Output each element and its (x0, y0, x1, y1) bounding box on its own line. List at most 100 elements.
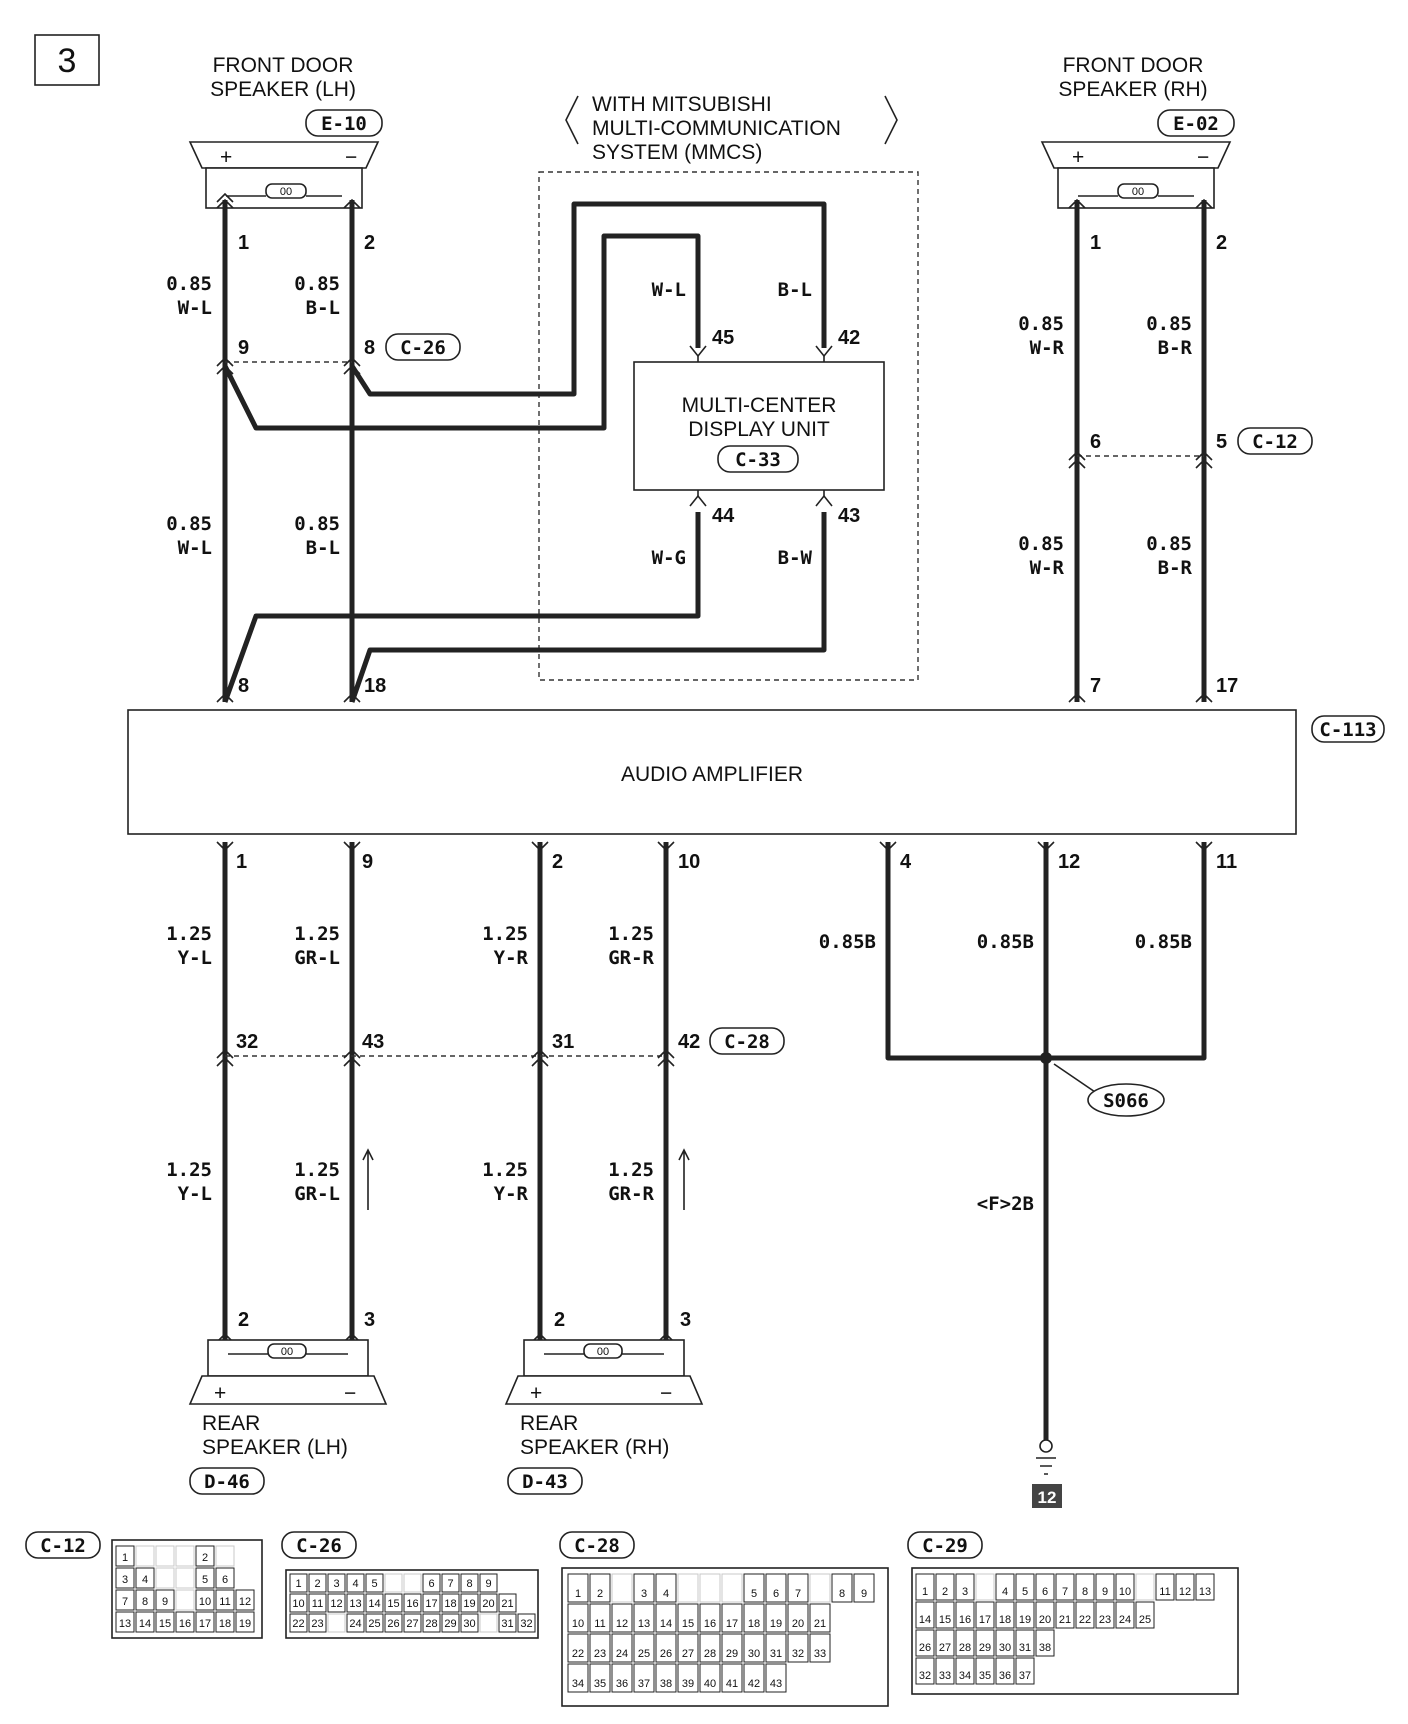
view-c29-pin-number: 22 (1079, 1614, 1091, 1626)
view-c29-pin-number: 25 (1139, 1614, 1151, 1626)
front-rh-plus: + (1072, 146, 1084, 169)
view-c28-cavity (809, 1603, 831, 1633)
view-c29-cavity (915, 1573, 935, 1601)
view-c26-cavity (308, 1573, 327, 1593)
view-c29-cavity (955, 1601, 975, 1629)
view-c12-cavity (215, 1589, 235, 1611)
amp-pin-7: 7 (1090, 675, 1101, 697)
mcd-pin-45: 45 (712, 327, 734, 349)
front-lh-speaker-body (205, 167, 363, 209)
view-c26-pin-number: 9 (485, 1578, 491, 1590)
view-c28-pin-number: 40 (704, 1678, 716, 1690)
view-c28-cavity (633, 1573, 655, 1603)
view-c28-cavity (743, 1633, 765, 1663)
view-c26-cavity (441, 1613, 460, 1633)
view-c28-cavity (721, 1573, 743, 1603)
view-c26-pin-number: 15 (387, 1598, 399, 1610)
view-c26-pin-number: 31 (501, 1618, 513, 1630)
rear-grr-color: GR-R (608, 947, 654, 969)
view-c26-cavity (403, 1573, 422, 1593)
view-c26-cavity (327, 1613, 346, 1633)
view-c12-cavity (215, 1611, 235, 1633)
rear-lh-title-2: SPEAKER (LH) (202, 1436, 348, 1459)
view-c26-cavity (403, 1613, 422, 1633)
rear-rh-plus: + (530, 1382, 542, 1405)
view-c28-pin-number: 15 (682, 1618, 694, 1630)
view-c29-cavity (1175, 1573, 1195, 1601)
view-c29-pin-number: 38 (1039, 1642, 1051, 1654)
view-c29-cavity (955, 1629, 975, 1657)
front-lh-wl-color: W-L (178, 297, 212, 319)
view-c12-cavity (195, 1611, 215, 1633)
front-rh-wr2-size: 0.85 (1018, 533, 1064, 555)
view-c28-cavity (765, 1603, 787, 1633)
view-c26-cavity (517, 1613, 536, 1633)
mcd-wire-45: W-L (652, 279, 686, 301)
view-c12-pin-number: 4 (142, 1574, 148, 1586)
view-c28-cavity (655, 1663, 677, 1693)
view-c28-pin-number: 27 (682, 1648, 694, 1660)
front-lh-pin-b: 2 (364, 232, 375, 254)
view-c28-cavity (655, 1633, 677, 1663)
view-c28-pin-number: 36 (616, 1678, 628, 1690)
view-c29-cavity (1035, 1601, 1055, 1629)
view-c29-cavity (935, 1657, 955, 1685)
rear-lh-connector: D-46 (204, 1471, 250, 1493)
view-c26-cavity (422, 1573, 441, 1593)
view-c29-pin-number: 32 (919, 1670, 931, 1682)
ground-symbol (1039, 1439, 1053, 1453)
view-c29-cavity (1095, 1573, 1115, 1601)
view-c29-pin-number: 23 (1099, 1614, 1111, 1626)
view-c26-pin-number: 21 (501, 1598, 513, 1610)
view-c29-pin-number: 16 (959, 1614, 971, 1626)
rear-lh-plus: + (214, 1382, 226, 1405)
amp-pin-2: 2 (552, 851, 563, 873)
front-lh-speaker-cone (188, 141, 380, 169)
c28-pin-42: 42 (678, 1031, 700, 1053)
view-c29-pin-number: 8 (1082, 1586, 1088, 1598)
view-c28-cavity (699, 1663, 721, 1693)
view-c12-pin-number: 17 (199, 1618, 211, 1630)
view-c26-pin-number: 32 (520, 1618, 532, 1630)
view-c29-cavity (935, 1629, 955, 1657)
view-c12-pin-number: 12 (239, 1596, 251, 1608)
view-c29-cavity (1015, 1573, 1035, 1601)
view-c28-cavity (567, 1663, 589, 1693)
view-c28-pin-number: 1 (575, 1588, 581, 1600)
view-c29-cavity (1015, 1629, 1035, 1657)
rear-speaker-lh: 2 3 00 + − REAR SPEAKER (LH) D-46 (188, 1309, 388, 1495)
view-c29-cavity (1135, 1573, 1155, 1601)
view-c26-cavity (384, 1593, 403, 1613)
view-c26-cavity (441, 1573, 460, 1593)
view-c29-cavity (995, 1629, 1015, 1657)
view-c29-pin-number: 27 (939, 1642, 951, 1654)
view-c28-pin-number: 29 (726, 1648, 738, 1660)
view-c26-pin-number: 14 (368, 1598, 380, 1610)
front-rh-speaker-body (1057, 167, 1215, 209)
view-c28-cavity (765, 1663, 787, 1693)
view-c29-label: C-29 (922, 1535, 968, 1557)
view-c28-pin-number: 32 (792, 1648, 804, 1660)
view-c29-cavity (1095, 1601, 1115, 1629)
view-c28-cavity (677, 1573, 699, 1603)
view-c26-pin-number: 8 (466, 1578, 472, 1590)
view-c28-cavity (853, 1573, 875, 1603)
view-c26-pin-number: 20 (482, 1598, 494, 1610)
view-c26-cavity (460, 1573, 479, 1593)
view-c29-pin-number: 13 (1199, 1586, 1211, 1598)
amp-pin-9: 9 (362, 851, 373, 873)
view-c29-cavity (1015, 1601, 1035, 1629)
front-lh-wl2-size: 0.85 (166, 513, 212, 535)
view-c12-pin-number: 19 (239, 1618, 251, 1630)
front-rh-br-color: B-R (1158, 337, 1193, 359)
front-lh-bl-color: B-L (306, 297, 340, 319)
view-c29-cavity (1015, 1657, 1035, 1685)
rear-lh-pin-a: 2 (238, 1309, 249, 1331)
view-c12-cavity (115, 1589, 135, 1611)
ground-wire-12: 0.85B (977, 931, 1034, 953)
view-c29-pin-number: 12 (1179, 1586, 1191, 1598)
front-lh-bl-size: 0.85 (294, 273, 340, 295)
rear-yr2-size: 1.25 (482, 1159, 528, 1181)
view-c12-cavity (155, 1611, 175, 1633)
